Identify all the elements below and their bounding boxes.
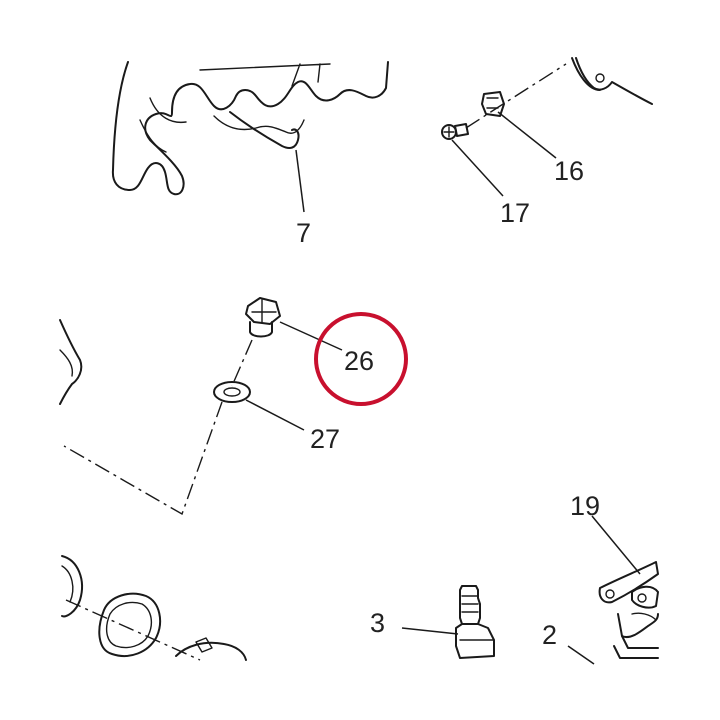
centerline-bottom-left	[65, 599, 201, 661]
leader-27	[245, 399, 305, 431]
callout-16[interactable]: 16	[554, 156, 584, 186]
leader-19	[591, 515, 641, 575]
callout-2[interactable]: 2	[542, 620, 557, 650]
part-17-screw	[441, 123, 469, 140]
part-16-clip-nut	[481, 91, 505, 117]
part-3-spark-plug	[455, 585, 495, 659]
centerline-16-17	[465, 63, 567, 129]
callout-26[interactable]: 26	[344, 346, 374, 376]
part-2-cylinder-head	[613, 612, 659, 659]
callout-17[interactable]: 17	[500, 198, 530, 228]
left-casing-fragment	[59, 319, 83, 405]
callout-19[interactable]: 19	[570, 491, 600, 521]
leader-26	[279, 321, 343, 351]
part-7-casing	[111, 61, 389, 196]
leader-17	[451, 139, 504, 197]
highlight-ring-26	[314, 312, 408, 406]
callout-3[interactable]: 3	[370, 608, 385, 638]
leader-16	[497, 111, 557, 159]
leader-7	[295, 149, 305, 213]
callout-7[interactable]: 7	[296, 218, 311, 248]
callout-27[interactable]: 27	[310, 424, 340, 454]
part-19-gasket	[598, 561, 659, 609]
leader-2	[567, 645, 595, 665]
part-26-drain-plug	[245, 297, 281, 338]
bracket-arm	[571, 57, 653, 105]
part-27-washer	[213, 381, 251, 403]
centerline-26-27	[63, 339, 253, 516]
bottom-left-seal-rings	[61, 555, 247, 661]
leader-3	[401, 627, 459, 635]
